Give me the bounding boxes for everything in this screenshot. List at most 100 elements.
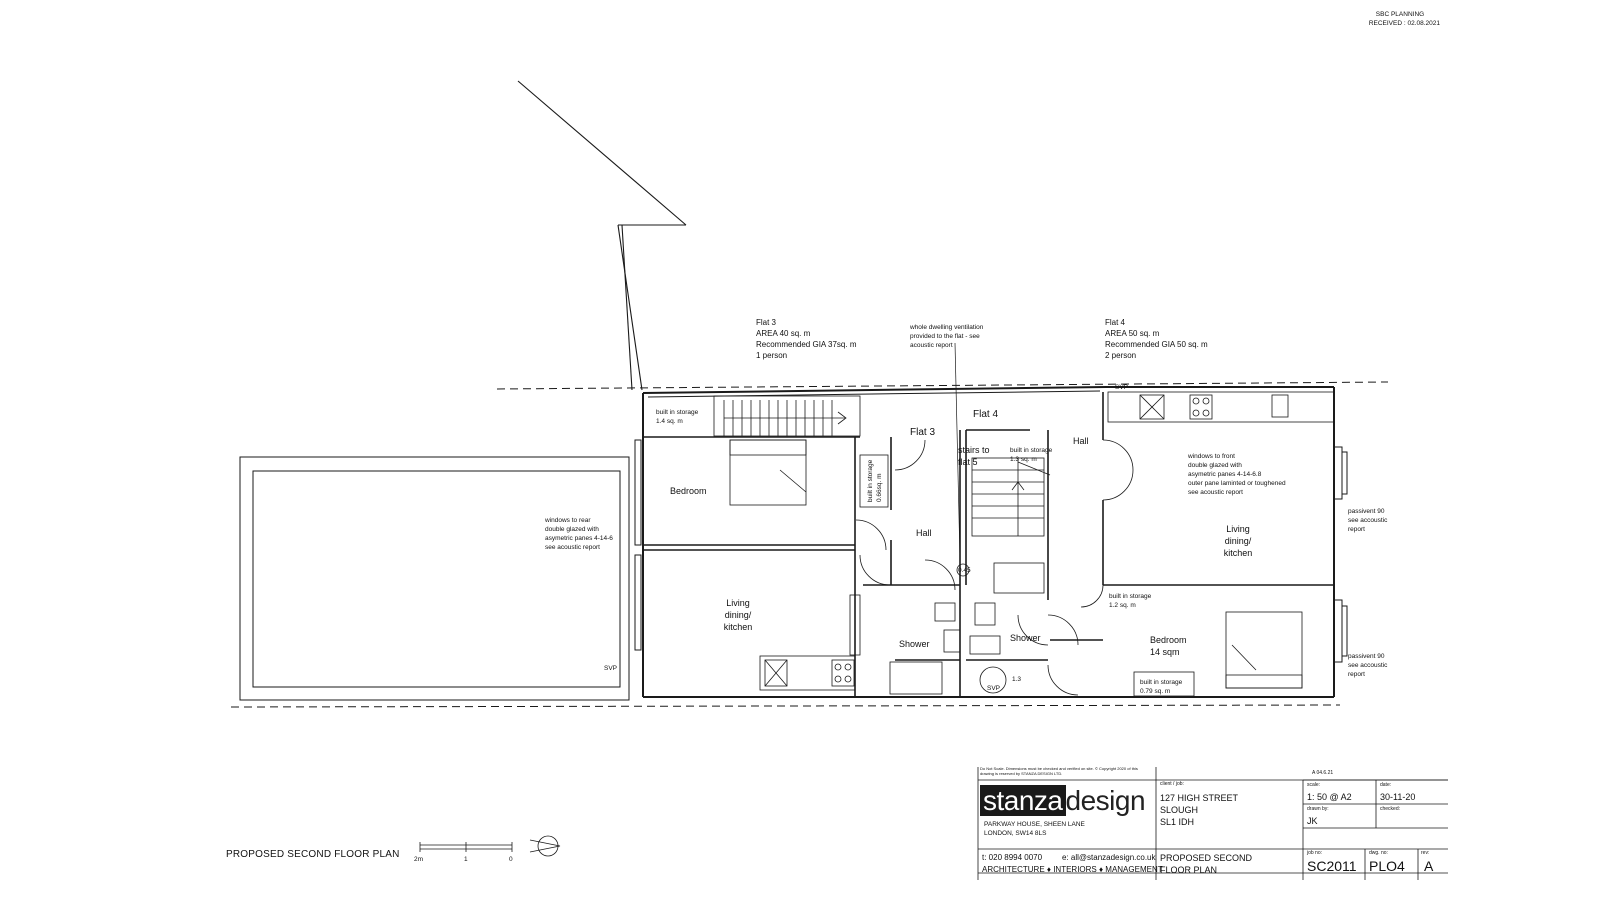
job-address: 127 HIGH STREET SLOUGH SL1 IDH <box>1160 792 1238 828</box>
adjacent-building-outline <box>517 80 687 391</box>
bed-flat3 <box>729 439 807 506</box>
job-address-line: 127 HIGH STREET <box>1160 793 1239 803</box>
stairs-label: stairs to flat 5 <box>958 444 990 468</box>
storage-label-line: 0.66sq. m <box>876 473 883 502</box>
svp-label: SVP <box>987 685 1001 692</box>
room-label-line: 14 sqm <box>1150 647 1180 657</box>
rev-value: A <box>1424 858 1434 874</box>
flat3-info-line: AREA 40 sq. m <box>756 329 811 338</box>
storage-label: built in storage 0.79 sq. m <box>1140 678 1182 696</box>
job-no-value: SC2011 <box>1307 858 1357 874</box>
rear-windows-note: windows to rear double glazed with asyme… <box>545 516 613 552</box>
note-line: report <box>1348 671 1365 678</box>
storage-label-line: built in storage <box>1109 593 1152 600</box>
scale-label: scale: <box>1307 782 1321 788</box>
dimension-label: 1.3 <box>1012 676 1022 683</box>
room-label-living-flat3: Living dining/ kitchen <box>718 597 758 633</box>
drawing-title-line: FLOOR PLAN <box>1160 865 1218 875</box>
logo-text-stanza: stanza <box>980 785 1066 816</box>
room-label-line: kitchen <box>723 622 753 632</box>
rear-windows <box>634 439 642 651</box>
scale-value: 1: 50 @ A2 <box>1307 792 1352 802</box>
note-line: double glazed with <box>1188 462 1242 469</box>
storage-label: built in storage 0.66sq. m <box>866 460 884 502</box>
drawn-by-label: drawn by: <box>1307 806 1329 812</box>
room-label-bedroom-flat3: Bedroom <box>670 486 707 496</box>
drawing-title-line: PROPOSED SECOND <box>1160 853 1253 863</box>
note-line: windows to rear <box>545 517 591 524</box>
room-label-line: kitchen <box>1223 548 1253 558</box>
rear-roof-outline <box>239 456 630 701</box>
address-line: LONDON, SW14 8LS <box>984 830 1047 837</box>
flat4-info: Flat 4 AREA 50 sq. m Recommended GIA 50 … <box>1105 317 1208 361</box>
note-line: see acoustic report <box>545 544 600 551</box>
date-value: 30-11-20 <box>1380 792 1416 802</box>
job-address-line: SL1 IDH <box>1160 817 1195 827</box>
flat4-info-line: 2 person <box>1105 351 1137 360</box>
room-label-shower-flat3: Shower <box>899 639 930 649</box>
flat3-entrance-label: Flat 3 <box>910 427 936 438</box>
ventilation-note-line: whole dwelling ventilation <box>910 324 984 331</box>
storage-label: built in storage 1.3 sq. m <box>1010 446 1052 464</box>
storage-label: built in storage 1.2 sq. m <box>1109 592 1151 610</box>
dwg-no-value: PLO4 <box>1369 858 1405 874</box>
note-line: outer pane laminted or toughened <box>1188 480 1286 487</box>
ventilation-note: whole dwelling ventilation provided to t… <box>910 323 983 350</box>
scale-bar-label: 1 <box>464 856 468 863</box>
room-label-line: stairs to <box>958 445 990 455</box>
plan-title: PROPOSED SECOND FLOOR PLAN <box>226 849 400 860</box>
note-line: double glazed with <box>545 526 599 533</box>
site-boundary-lines <box>230 381 1389 708</box>
checked-label: checked: <box>1380 806 1401 812</box>
stair-flight-flat3 <box>713 395 861 437</box>
planning-stamp-line: SBC PLANNING <box>1375 11 1425 18</box>
dwg-no-label: dwg. no: <box>1369 850 1388 856</box>
storage-label-line: 1.3 sq. m <box>1010 456 1037 463</box>
flat3-info-line: Recommended GIA 37sq. m <box>756 340 857 349</box>
stair-flight-flat5 <box>971 457 1045 537</box>
storage-label-line: built in storage <box>1010 447 1053 454</box>
logo-text-design: design <box>1065 785 1146 816</box>
svp-label: SVP <box>1115 384 1129 391</box>
bathroom-fittings <box>889 562 1045 695</box>
storage-label-line: 0.79 sq. m <box>1140 688 1171 695</box>
note-line: report <box>1348 526 1365 533</box>
flat3-info-line: Flat 3 <box>756 318 777 327</box>
note-line: see acoustic report <box>1188 489 1243 496</box>
note-line: windows to front <box>1188 453 1235 460</box>
company-email: e: all@stanzadesign.co.uk <box>1062 853 1156 862</box>
scale-bar-graphic <box>419 842 513 852</box>
room-label-living-flat4: Living dining/ kitchen <box>1218 523 1258 559</box>
company-address: PARKWAY HOUSE, SHEEN LANE LONDON, SW14 8… <box>984 820 1085 838</box>
note-line: passivent 90 <box>1348 508 1385 515</box>
room-label-line: dining/ <box>724 610 752 620</box>
drawn-by-value: JK <box>1307 816 1318 826</box>
note-line: asymetric panes 4-14-6.8 <box>1188 471 1262 478</box>
flat3-info-line: 1 person <box>756 351 788 360</box>
drawing-title: PROPOSED SECOND FLOOR PLAN <box>1160 852 1252 876</box>
planning-stamp-line: RECEIVED : 02.08.2021 <box>1368 20 1440 27</box>
door-swings <box>855 439 1134 696</box>
date-label: date: <box>1380 782 1392 788</box>
note-line: see accoustic <box>1348 662 1388 669</box>
ventilation-note-line: acoustic report <box>910 342 953 349</box>
passivent-note-upper: passivent 90 see accoustic report <box>1348 507 1387 534</box>
flat4-info-line: Recommended GIA 50 sq. m <box>1105 340 1208 349</box>
storage-label-line: built in storage <box>656 409 699 416</box>
dimension-label: 0.45 <box>958 567 971 574</box>
scale-bar-label: 0 <box>509 856 513 863</box>
flat4-entrance-label: Flat 4 <box>973 409 999 420</box>
storage-label: built in storage 1.4 sq. m <box>656 408 698 426</box>
flat3-info: Flat 3 AREA 40 sq. m Recommended GIA 37s… <box>756 317 857 361</box>
leader-lines <box>954 342 1051 561</box>
job-address-line: SLOUGH <box>1160 805 1199 815</box>
room-label-line: flat 5 <box>958 457 978 467</box>
storage-label-line: built in storage <box>867 459 874 502</box>
note-line: passivent 90 <box>1348 653 1385 660</box>
scale-bar-label: 2m <box>414 856 424 863</box>
room-label-hall-flat3: Hall <box>916 528 932 538</box>
room-label-line: dining/ <box>1224 536 1252 546</box>
room-label-line: Living <box>726 598 750 608</box>
storage-boxes <box>859 454 1195 697</box>
